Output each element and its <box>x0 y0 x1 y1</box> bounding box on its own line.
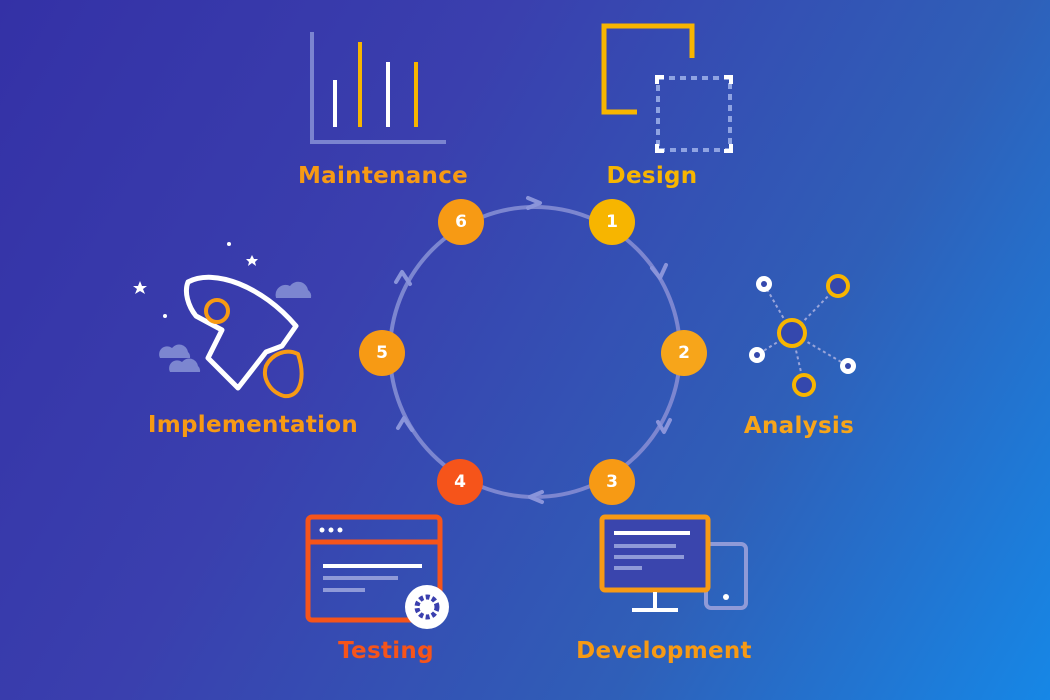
node-5: 5 <box>359 330 405 376</box>
arrow-upper-left <box>394 270 412 286</box>
node-5-number: 5 <box>376 343 388 363</box>
arrow-lower-right <box>656 418 672 434</box>
node-4-number: 4 <box>454 472 466 492</box>
bar-chart-icon <box>310 32 446 144</box>
arrow-bottom <box>528 490 544 504</box>
node-6: 6 <box>438 199 484 245</box>
rocket-icon <box>133 242 312 399</box>
design-frame-icon <box>601 23 733 153</box>
stage-label-implementation: Implementation <box>147 412 359 438</box>
analysis-network-icon <box>749 274 856 397</box>
node-1: 1 <box>589 199 635 245</box>
node-3: 3 <box>589 459 635 505</box>
node-3-number: 3 <box>606 472 618 492</box>
stage-label-development: Development <box>576 638 752 664</box>
computer-monitor-icon <box>599 514 748 612</box>
cycle-ring <box>388 205 682 499</box>
node-1-circle <box>589 199 635 245</box>
node-6-number: 6 <box>455 212 467 232</box>
node-2: 2 <box>661 330 707 376</box>
cycle-arrows <box>394 196 672 504</box>
stage-label-maintenance: Maintenance <box>297 163 469 189</box>
node-2-circle <box>661 330 707 376</box>
node-1-number: 1 <box>606 212 618 232</box>
stage-label-design: Design <box>606 163 698 189</box>
node-4: 4 <box>437 459 483 505</box>
stage-label-analysis: Analysis <box>743 413 855 439</box>
node-6-circle <box>438 199 484 245</box>
stage-label-testing: Testing <box>338 638 434 664</box>
node-5-circle <box>359 330 405 376</box>
arrow-top <box>526 196 542 210</box>
node-4-circle <box>437 459 483 505</box>
arrow-upper-right <box>650 263 668 280</box>
node-2-number: 2 <box>678 343 690 363</box>
arrow-lower-left <box>396 416 414 432</box>
browser-gear-icon <box>305 514 449 629</box>
node-3-circle <box>589 459 635 505</box>
